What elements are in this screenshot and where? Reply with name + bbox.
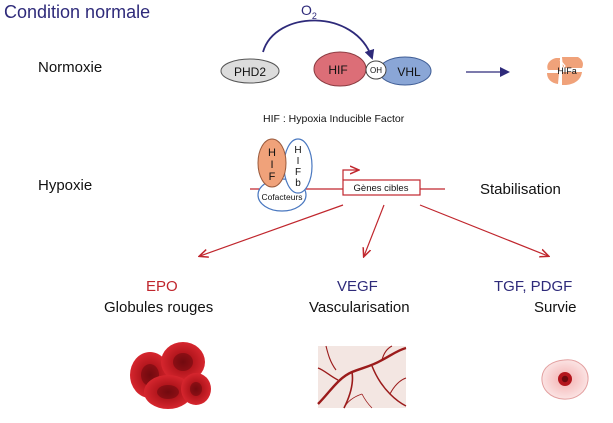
degraded-hif-label: HIFa bbox=[557, 66, 577, 76]
tgf-outcome-label: Survie bbox=[534, 299, 577, 316]
hif-beta-letter: H bbox=[294, 145, 301, 156]
blood-vessels-icon bbox=[317, 345, 407, 409]
vegf-header: VEGF bbox=[337, 278, 378, 295]
row-label-normoxie: Normoxie bbox=[38, 59, 103, 76]
hif-alpha-letter: F bbox=[269, 171, 276, 183]
epo-header: EPO bbox=[146, 278, 178, 295]
oh-label: OH bbox=[370, 66, 382, 75]
arrow-to-epo bbox=[200, 204, 344, 256]
transcription-start-arrow bbox=[342, 170, 358, 180]
hif-alpha-subunit bbox=[257, 138, 287, 188]
oxygen-label: O2 bbox=[301, 2, 317, 21]
phd2-label: PHD2 bbox=[234, 65, 266, 79]
hif-alpha-letter: I bbox=[270, 159, 273, 171]
hif-beta-letter: F bbox=[295, 167, 301, 178]
hif-definition: HIF : Hypoxia Inducible Factor bbox=[263, 113, 405, 125]
page-title: Condition normale bbox=[4, 2, 151, 22]
phd2-enzyme bbox=[220, 58, 280, 84]
vhl-label: VHL bbox=[397, 65, 421, 79]
target-genes-label: Gènes cibles bbox=[354, 183, 409, 194]
hif-alpha-letter: H bbox=[268, 147, 276, 159]
oxygen-symbol: O bbox=[301, 2, 312, 18]
oxygen-subscript: 2 bbox=[311, 10, 317, 21]
oh-group bbox=[365, 60, 387, 80]
row-label-hypoxie: Hypoxie bbox=[38, 177, 93, 194]
hif-beta-letter: b bbox=[295, 178, 301, 189]
hif-beta-letter: I bbox=[297, 156, 300, 167]
epo-outcome-label: Globules rouges bbox=[104, 299, 214, 316]
stabilisation-label: Stabilisation bbox=[480, 181, 561, 198]
arrow-to-vegf bbox=[364, 204, 385, 256]
degraded-hif-icon bbox=[547, 57, 583, 85]
red-blood-cells-icon bbox=[130, 342, 211, 409]
cofactors-label: Cofacteurs bbox=[261, 192, 302, 202]
hif-label: HIF bbox=[328, 63, 347, 77]
target-genes-box bbox=[342, 179, 421, 196]
o2-hydroxylation-arrow bbox=[262, 19, 375, 60]
arrow-to-tgf bbox=[419, 204, 548, 256]
surviving-cell-icon bbox=[541, 359, 589, 400]
vegf-outcome-label: Vascularisation bbox=[309, 299, 410, 316]
tgf-header: TGF, PDGF bbox=[494, 278, 573, 295]
